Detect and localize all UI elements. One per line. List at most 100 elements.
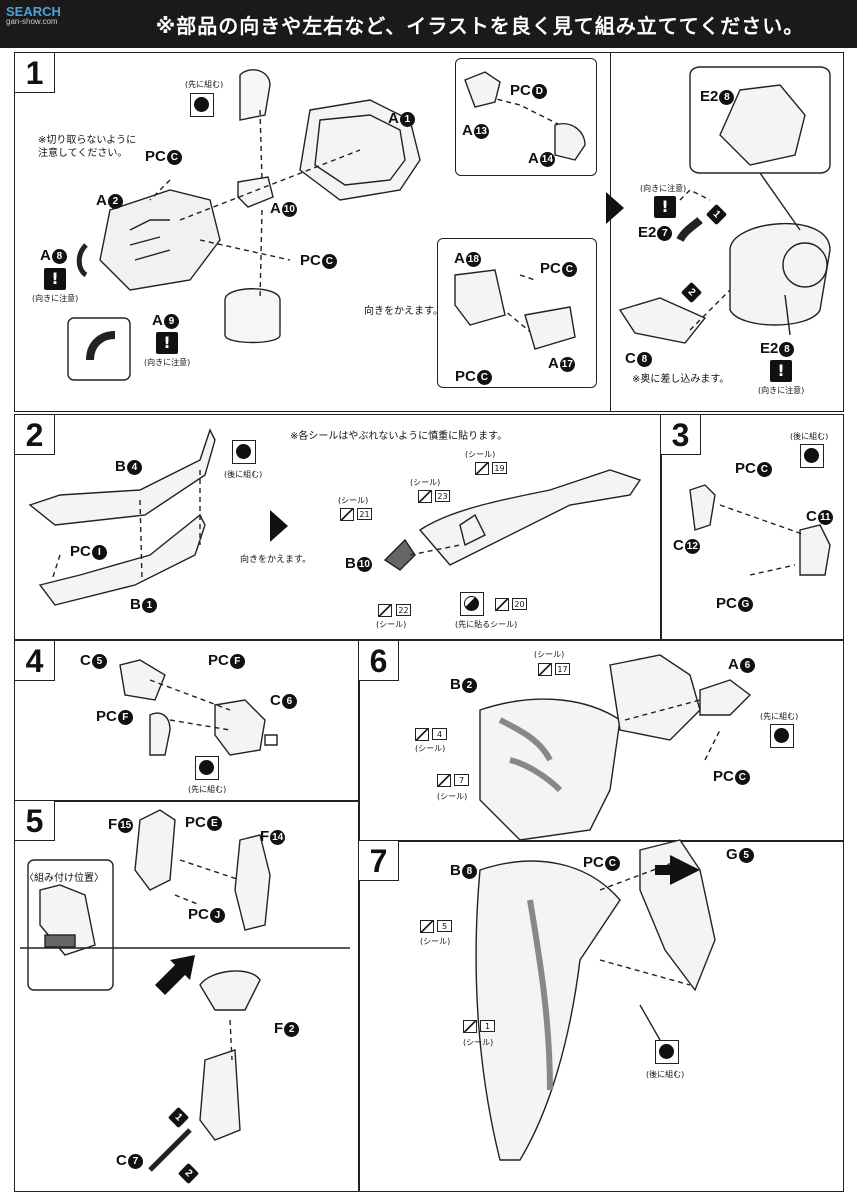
part-prefix: F — [274, 1020, 284, 1037]
seal-note: (シール) — [420, 937, 451, 946]
first-assemble-note: (先に組む) — [185, 80, 224, 89]
direction-note: (向きに注意) — [758, 386, 805, 395]
first-assemble-note: (先に組む) — [760, 712, 799, 721]
seal-careful-note: ※各シールはやぶれないように慎重に貼ります。 — [290, 431, 508, 442]
order-2-icon: 2 — [680, 281, 703, 304]
direction-note: (向きに注意) — [640, 184, 687, 193]
step-7-panel: 7 — [358, 840, 844, 1192]
part-number: 5 — [738, 848, 754, 863]
order-1-icon: 1 — [167, 1106, 190, 1129]
part-prefix: E2 — [760, 340, 779, 357]
seal-note: (シール) — [410, 478, 441, 487]
order-number: 1 — [167, 1106, 190, 1129]
page-title: ※部品の向きや左右など、イラストを良く見て組み立ててください。 — [155, 14, 805, 38]
part-prefix: B — [115, 458, 126, 475]
part-number: C — [166, 150, 182, 165]
part-prefix: F — [260, 828, 270, 845]
step-5-panel: 5 — [14, 800, 360, 1192]
seal-note: (シール) — [338, 496, 369, 505]
sticker-icon — [340, 508, 354, 521]
step-1-divider — [610, 52, 611, 412]
part-number: 10 — [281, 202, 297, 217]
part-prefix: PC — [510, 82, 531, 99]
part-number: F — [117, 710, 133, 725]
step-4-panel: 4 — [14, 640, 360, 802]
part-number: 15 — [118, 818, 134, 833]
order-2-icon: 2 — [177, 1162, 200, 1185]
part-number: 10 — [356, 557, 372, 572]
part-number: 14 — [270, 830, 286, 845]
part-prefix: B — [345, 555, 356, 572]
part-number: E — [206, 816, 222, 831]
first-assemble-note: (先に組む) — [188, 785, 227, 794]
step-number: 3 — [661, 415, 701, 455]
sticker-icon — [418, 490, 432, 503]
after-assemble-note: (後に組む) — [224, 470, 263, 479]
part-number: 7 — [127, 1154, 143, 1169]
step-number: 4 — [15, 641, 55, 681]
change-direction-note: 向きをかえます。 — [364, 306, 443, 317]
part-prefix: PC — [735, 460, 756, 477]
order-number: 2 — [177, 1162, 200, 1185]
part-prefix: PC — [583, 854, 604, 871]
logo-text: SEARCH — [6, 4, 61, 19]
part-number: 12 — [684, 539, 700, 554]
part-number: 1 — [141, 598, 157, 613]
part-number: 8 — [461, 864, 477, 879]
seal-note: (シール) — [376, 620, 407, 629]
direction-note: (向きに注意) — [144, 358, 191, 367]
dont-cut-note: ※切り取らないように 注意してください。 — [38, 135, 137, 159]
part-prefix: B — [450, 862, 461, 879]
part-prefix: A — [548, 355, 559, 372]
part-prefix: E2 — [700, 88, 719, 105]
part-number: C — [561, 262, 577, 277]
part-number: 1 — [399, 112, 415, 127]
part-prefix: A — [728, 656, 739, 673]
part-prefix: PC — [716, 595, 737, 612]
part-prefix: A — [454, 250, 465, 267]
step-number: 7 — [359, 841, 399, 881]
part-prefix: PC — [145, 148, 166, 165]
after-assemble-icon — [232, 440, 256, 464]
step-1-panel: 1 — [14, 52, 844, 412]
sticker-icon — [420, 920, 434, 933]
part-number: D — [531, 84, 547, 99]
order-number: 1 — [705, 203, 728, 226]
part-prefix: PC — [188, 906, 209, 923]
next-arrow-icon — [270, 510, 288, 542]
part-number: 8 — [719, 90, 735, 105]
part-number: 4 — [126, 460, 142, 475]
part-number: F — [229, 654, 245, 669]
part-prefix: C — [80, 652, 91, 669]
part-number: 2 — [107, 194, 123, 209]
step-number: 1 — [15, 53, 55, 93]
warning-icon: ! — [156, 332, 178, 354]
part-prefix: PC — [713, 768, 734, 785]
sticker-number: 1 — [480, 1020, 495, 1032]
order-number: 2 — [680, 281, 703, 304]
